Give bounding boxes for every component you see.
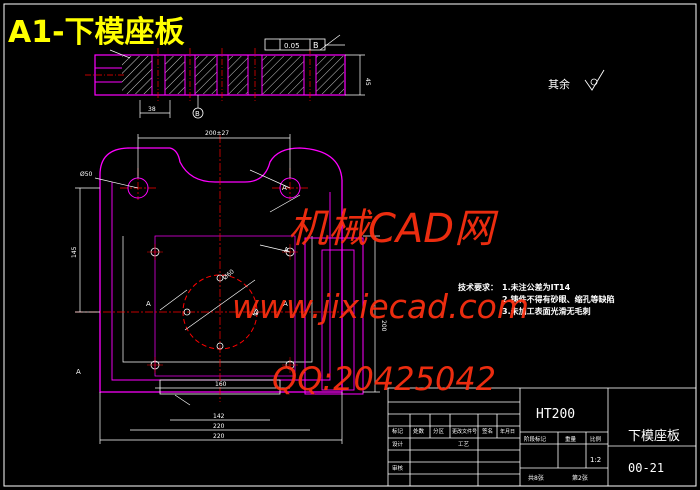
title-block-stage-header: 阶段标记 [524,435,547,443]
plan-view: 200±27 160 142 220 220 145 200 Ø50 Ø60 A… [71,130,387,444]
section-label: A [283,300,288,308]
dim-top-width: 200±27 [205,130,229,137]
drawing-border [3,3,697,487]
watermark-qq: QQ:20425042 [272,360,496,398]
title-block-sheet-total: 共8张 [528,474,544,482]
tolerance-datum: B [313,41,319,50]
datum-circle [192,107,204,119]
tech-requirements-heading: 技术要求： [458,282,498,292]
outer-profile [99,147,343,393]
title-block-sheet-number: 第2张 [572,474,588,482]
title-block-material: HT200 [536,407,575,422]
surface-finish-label: 其余 [548,77,570,91]
title-block-row-label: 审核 [392,464,404,472]
tolerance-frame [264,38,326,51]
datum-label: B [195,110,200,118]
dim-bottom-overall: 220 [213,433,225,440]
tech-requirement-line: 3.未加工表面光滑无毛刺 [502,306,591,316]
dim-section-height: 45 [364,78,371,86]
title-block-header: 签名 [482,427,493,435]
section-label: A [76,368,81,376]
dim-dia-bore: Ø60 [222,268,236,281]
title-block-header: 更改文件号 [452,428,477,435]
title-block-row-label: 工艺 [458,441,470,448]
tech-requirement-line: 1.未注公差为IT14 [502,282,571,292]
dim-dia-large: Ø50 [80,171,93,178]
dim-bottom-inner: 160 [215,381,227,388]
watermarks: 机械CAD网 www.jixiecad.com QQ:20425042 [232,206,529,398]
title-block-row-label: 设计 [392,440,404,448]
watermark-url: www.jixiecad.com [232,287,529,326]
title-block-scale: 1:2 [590,456,601,464]
title-block [387,387,697,487]
section-label: A [284,246,289,254]
dim-left-height: 145 [71,246,78,258]
surface-finish-icon [584,69,605,91]
dim-bottom-mid: 142 [213,413,225,420]
title-block-header: 标记 [392,427,404,435]
dim-bottom-outer: 220 [213,423,225,430]
watermark-name: 机械CAD网 [288,206,499,252]
title-block-stage-header: 重量 [565,435,577,443]
title-block-drawing-number: 00-21 [628,461,664,475]
title-block-stage-header: 比例 [590,435,602,443]
section-label: A [282,184,287,192]
surface-finish-note: 其余 [548,69,605,91]
title-block-header: 分区 [433,427,445,435]
tolerance-value: 0.05 [284,42,300,50]
tech-requirements: 技术要求： 1.未注公差为IT14 2.铸件不得有砂眼、缩孔等缺陷 3.未加工表… [458,282,615,316]
section-label: A [146,300,151,308]
section-view: 0.05 B 45 38 B [85,34,371,119]
drawing-title: A1-下模座板 [8,15,185,50]
dim-section-small: 38 [148,106,156,113]
title-block-text: 标记 处数 分区 更改文件号 签名 年月日 设计 审核 工艺 HT200 阶段标… [392,407,680,482]
section-label: A [253,309,258,317]
title-block-header: 年月日 [500,428,515,435]
dim-right-height: 200 [380,320,387,332]
title-block-part-name: 下模座板 [628,429,680,444]
tech-requirement-line: 2.铸件不得有砂眼、缩孔等缺陷 [502,294,615,304]
title-block-header: 处数 [413,427,425,435]
